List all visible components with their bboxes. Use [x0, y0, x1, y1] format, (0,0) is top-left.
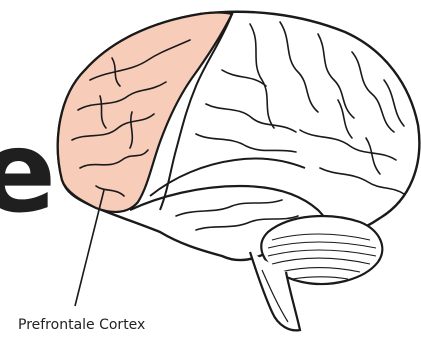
- prefrontal-cortex-label: Prefrontale Cortex: [18, 316, 145, 334]
- label-pointer-line: [75, 190, 104, 306]
